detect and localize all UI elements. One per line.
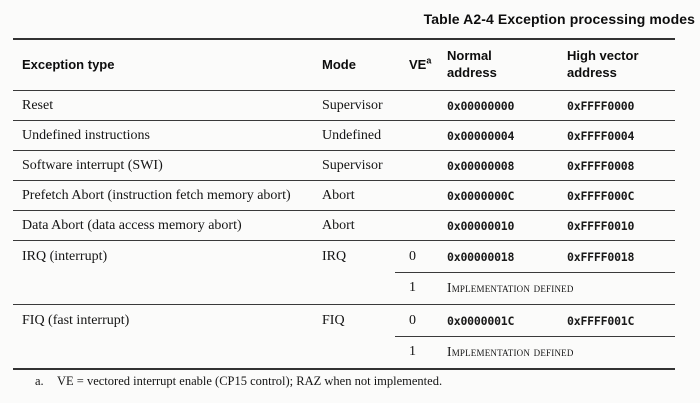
- cell-mode: [315, 272, 395, 304]
- cell-exception: Undefined instructions: [22, 127, 150, 143]
- cell-mode: FIQ: [322, 312, 345, 328]
- cell-normal-address: 0x00000004: [447, 128, 515, 143]
- cell-ve: [395, 211, 438, 240]
- cell-ve: 1: [409, 280, 416, 295]
- cell-ve: 0: [409, 312, 416, 328]
- cell-implementation-defined: Implementation defined: [447, 280, 574, 295]
- partial-divider: [395, 272, 675, 273]
- cell-exception: Software interrupt (SWI): [22, 157, 163, 173]
- cell-high-vector-address: 0xFFFF0004: [567, 128, 635, 143]
- table-row-fiq-ve0: FIQ (fast interrupt) FIQ 0 0x0000001C 0x…: [13, 304, 675, 336]
- table-row-reset: Reset Supervisor 0x00000000 0xFFFF0000: [13, 90, 675, 120]
- cell-exception: Data Abort (data access memory abort): [22, 217, 242, 233]
- cell-exception: Prefetch Abort (instruction fetch memory…: [22, 187, 291, 203]
- cell-exception: [13, 272, 315, 304]
- cell-ve: [395, 151, 438, 180]
- cell-exception: FIQ (fast interrupt): [22, 312, 130, 328]
- cell-ve: [395, 91, 438, 120]
- footnote-ref-a: a: [426, 55, 432, 66]
- footnote-label: a.: [35, 374, 44, 388]
- header-ve: VEa: [409, 55, 432, 72]
- cell-exception: IRQ (interrupt): [22, 248, 108, 264]
- cell-ve: 1: [409, 344, 416, 359]
- table-row-fiq-ve1: 1 Implementation defined: [13, 336, 675, 368]
- cell-high-vector-address: 0xFFFF0010: [567, 218, 635, 233]
- table-row-data-abort: Data Abort (data access memory abort) Ab…: [13, 210, 675, 240]
- cell-high-vector-address: 0xFFFF0018: [567, 249, 635, 264]
- cell-normal-address: 0x0000001C: [447, 313, 515, 328]
- exception-processing-table: Exception type Mode VEa Normal address H…: [13, 38, 675, 370]
- cell-mode: Supervisor: [322, 157, 383, 173]
- cell-implementation-defined: Implementation defined: [447, 344, 574, 359]
- cell-high-vector-address: 0xFFFF0008: [567, 158, 635, 173]
- cell-normal-address: 0x00000010: [447, 218, 515, 233]
- cell-mode: IRQ: [322, 248, 347, 264]
- table-row-irq-ve1: 1 Implementation defined: [13, 272, 675, 304]
- cell-normal-address: 0x0000000C: [447, 188, 515, 203]
- cell-high-vector-address: 0xFFFF000C: [567, 188, 635, 203]
- cell-high-vector-address: 0xFFFF001C: [567, 313, 635, 328]
- table-row-swi: Software interrupt (SWI) Supervisor 0x00…: [13, 150, 675, 180]
- header-high-vector-address: High vector address: [567, 48, 639, 80]
- cell-normal-address: 0x00000000: [447, 98, 515, 113]
- cell-ve: 0: [409, 248, 416, 264]
- cell-normal-address: 0x00000008: [447, 158, 515, 173]
- header-exception-type: Exception type: [22, 56, 115, 72]
- cell-ve: [395, 121, 438, 150]
- cell-mode: Supervisor: [322, 97, 383, 113]
- cell-mode: Undefined: [322, 127, 382, 143]
- table-row-irq-ve0: IRQ (interrupt) IRQ 0 0x00000018 0xFFFF0…: [13, 240, 675, 272]
- header-mode: Mode: [322, 56, 356, 72]
- partial-divider: [395, 336, 675, 337]
- footnote-text: VE = vectored interrupt enable (CP15 con…: [57, 374, 443, 388]
- cell-exception: Reset: [22, 97, 54, 113]
- cell-exception: [13, 336, 315, 368]
- table-title: Table A2-4 Exception processing modes: [423, 11, 695, 27]
- table-header-row: Exception type Mode VEa Normal address H…: [13, 40, 675, 90]
- header-normal-address: Normal address: [447, 48, 497, 80]
- cell-mode: Abort: [322, 217, 355, 233]
- table-row-undefined: Undefined instructions Undefined 0x00000…: [13, 120, 675, 150]
- table-footnote: a. VE = vectored interrupt enable (CP15 c…: [35, 374, 442, 389]
- cell-ve: [395, 181, 438, 210]
- cell-normal-address: 0x00000018: [447, 249, 515, 264]
- cell-high-vector-address: 0xFFFF0000: [567, 98, 635, 113]
- table-row-prefetch-abort: Prefetch Abort (instruction fetch memory…: [13, 180, 675, 210]
- cell-mode: [315, 336, 395, 368]
- cell-mode: Abort: [322, 187, 355, 203]
